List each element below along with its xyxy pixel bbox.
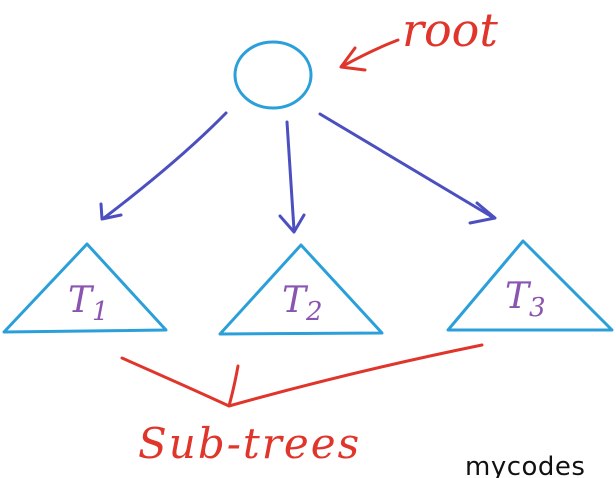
subtree-t1-label: T1	[68, 280, 109, 327]
subtree-t1-subscript: 1	[92, 297, 109, 327]
edge-root-t1	[102, 111, 228, 220]
edge-root-t2	[285, 120, 296, 232]
subtree-t2-subscript: 2	[305, 297, 323, 327]
subtree-t1-letter: T	[68, 280, 95, 321]
subtree-t2-label: T2	[282, 280, 323, 327]
subtrees-group-bracket	[120, 343, 484, 408]
subtree-t3-subscript: 3	[529, 293, 546, 323]
subtree-t2-triangle	[218, 243, 384, 336]
subtree-t3-triangle	[446, 239, 614, 332]
edge-root-t3	[318, 112, 496, 220]
subtree-t3-label: T3	[505, 276, 546, 323]
root-pointer-arrow	[341, 38, 400, 68]
subtree-t1-triangle	[2, 242, 168, 334]
edge-root-t2-arrowhead	[278, 213, 306, 234]
subtrees-group-label: Sub-trees	[138, 419, 361, 468]
watermark-text: mycodes	[465, 452, 586, 478]
root-pointer-arrowhead	[339, 46, 367, 72]
root-label: root	[402, 3, 498, 57]
subtree-t3-letter: T	[505, 276, 532, 317]
root-node	[233, 40, 313, 110]
edge-root-t3-arrowhead	[468, 201, 497, 225]
subtree-t2-letter: T	[282, 280, 309, 321]
edge-root-t1-arrowhead	[99, 202, 123, 221]
